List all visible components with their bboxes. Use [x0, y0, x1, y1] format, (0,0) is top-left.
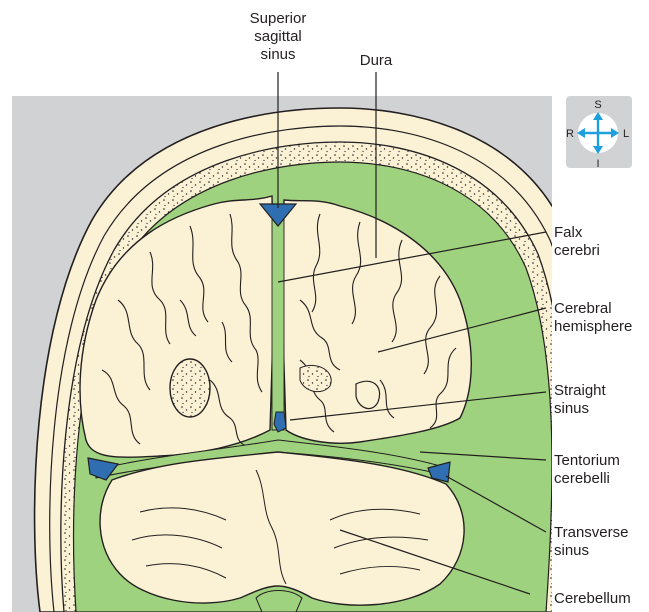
label-dura: Dura	[346, 52, 406, 70]
orientation-compass: S I R L	[566, 96, 632, 170]
falx-cerebri	[272, 214, 284, 430]
label-straight-sinus: Straight sinus	[554, 382, 606, 418]
label-transverse-sinus: Transverse sinus	[554, 524, 628, 560]
compass-inferior-label: I	[596, 158, 599, 170]
falx-cerebelli	[256, 591, 302, 612]
sulcus-shading-right	[356, 381, 380, 408]
compass-superior-label: S	[594, 99, 601, 111]
label-superior-sagittal-sinus: Superior sagittal sinus	[236, 10, 320, 64]
lateral-ventricle	[170, 359, 210, 417]
label-falx-cerebri: Falx cerebri	[554, 224, 600, 260]
label-tentorium-cerebelli: Tentorium cerebelli	[554, 452, 620, 488]
compass-right-label: R	[566, 128, 574, 140]
cerebellum	[100, 452, 464, 605]
compass-left-label: L	[623, 128, 629, 140]
label-cerebral-hemisphere: Cerebral hemisphere	[554, 300, 632, 336]
label-cerebellum: Cerebellum	[554, 590, 631, 608]
